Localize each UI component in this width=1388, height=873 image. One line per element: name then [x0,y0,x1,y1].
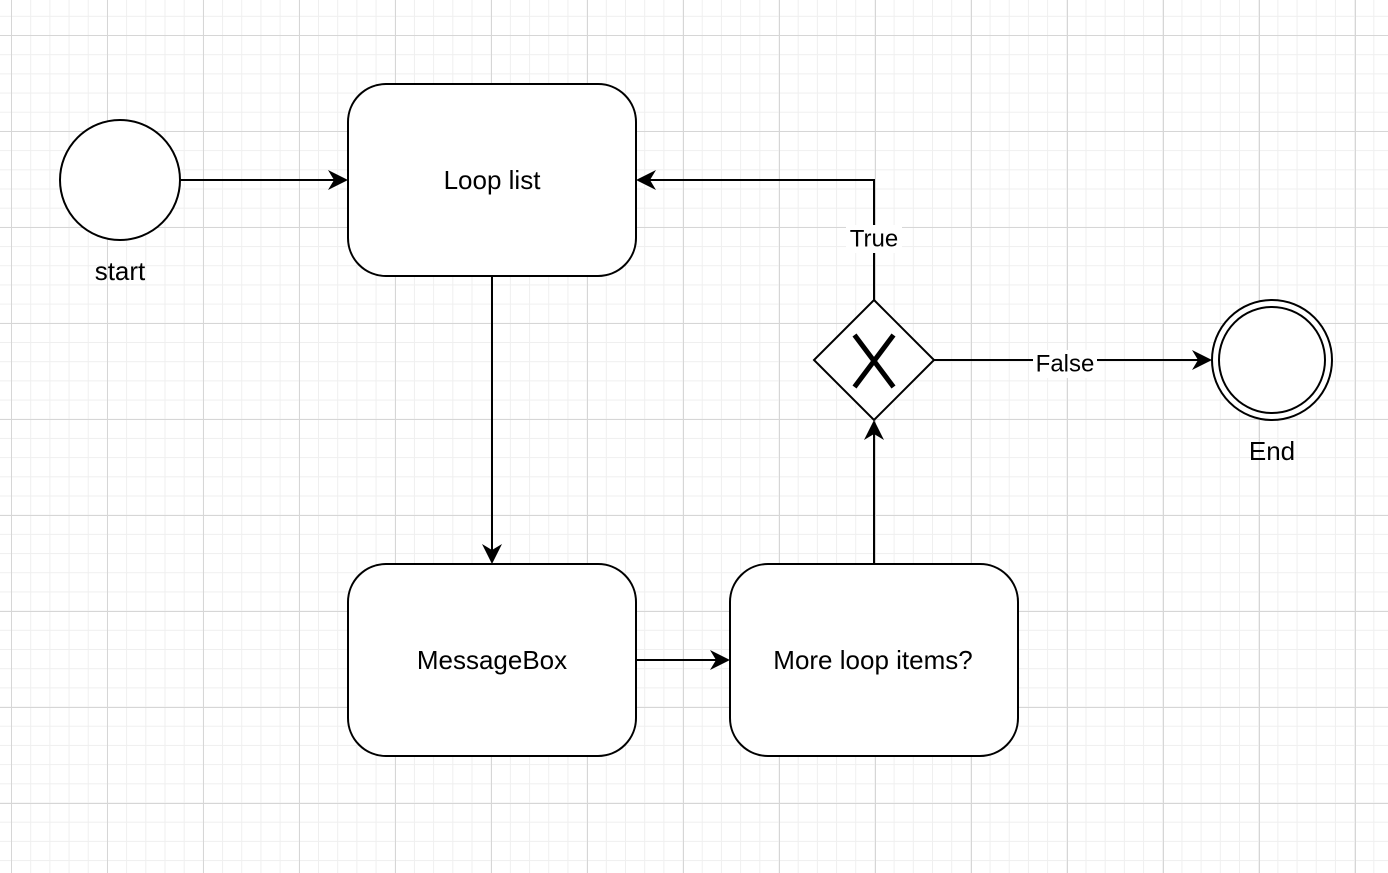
edge-gateway-true-to-loop-list[interactable] [650,179,875,300]
arrowhead [1192,350,1212,370]
arrowhead [482,544,502,564]
task-loop-list-label: Loop list [444,165,542,195]
task-messagebox-label: MessageBox [417,645,567,675]
edge-label-background [846,225,902,253]
edge-label-true: True [850,225,898,252]
end-event[interactable] [1211,299,1333,421]
arrowhead [864,420,884,440]
x-icon [852,333,896,389]
arrowhead [636,170,656,190]
edge-label-false: False [1036,350,1095,377]
start-event[interactable] [59,119,181,241]
end-event-inner-ring [1218,306,1326,414]
start-event-label: start [95,256,146,286]
arrowhead [328,170,348,190]
edge-label-background [1033,350,1097,378]
task-more-loop-items-label: More loop items? [773,645,972,675]
end-event-label: End [1249,436,1295,466]
arrowhead [710,650,730,670]
